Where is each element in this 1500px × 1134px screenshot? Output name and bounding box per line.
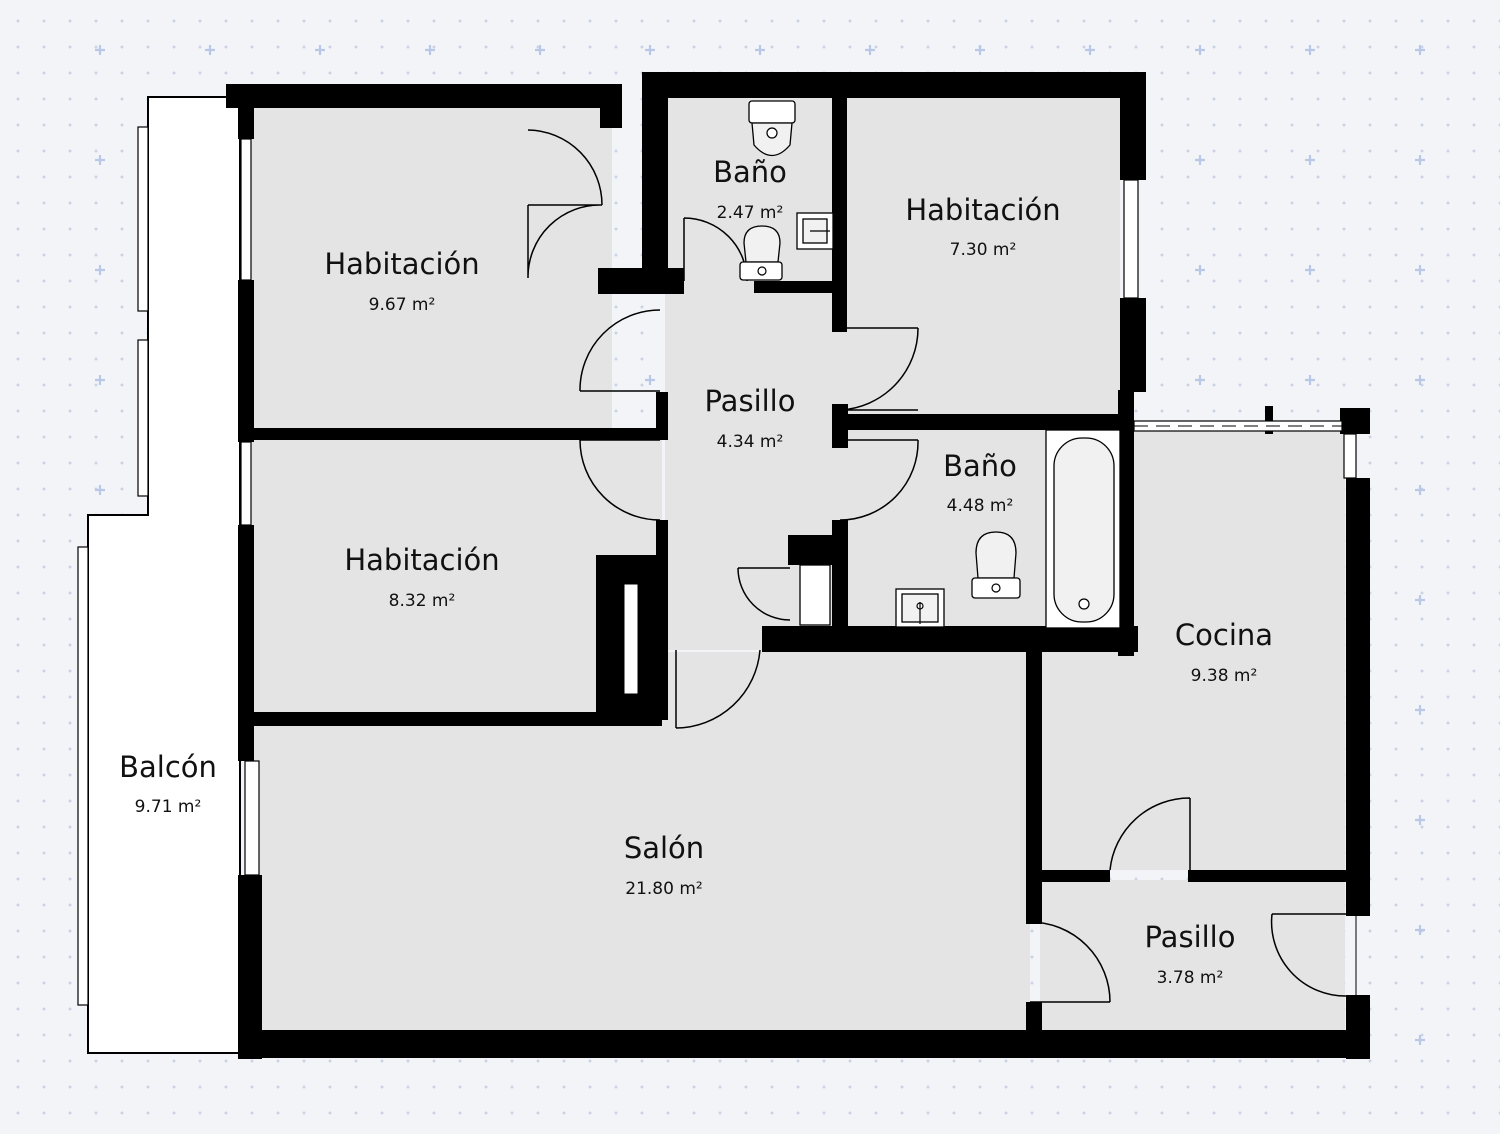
grid-plus <box>1415 815 1425 825</box>
room-label-bathroom-1: Baño 2.47 m² <box>713 155 787 223</box>
room-label-balcony: Balcón 9.71 m² <box>119 750 217 817</box>
grid-plus <box>1195 375 1205 385</box>
grid-plus <box>1415 45 1425 55</box>
closet <box>623 583 639 695</box>
fixtures <box>739 100 1121 629</box>
grid-plus <box>1195 265 1205 275</box>
grid-plus <box>95 265 105 275</box>
room-name-bedroom-3: Habitación <box>344 543 499 577</box>
room-floors <box>250 96 1345 1034</box>
room-label-hallway-2: Pasillo 3.78 m² <box>1145 920 1236 988</box>
room-label-bedroom-3: Habitación 8.32 m² <box>344 543 499 611</box>
room-area-bedroom-2: 7.30 m² <box>950 240 1017 260</box>
grid-plus <box>1415 265 1425 275</box>
grid-plus <box>1085 45 1095 55</box>
room-label-kitchen: Cocina 9.38 m² <box>1175 618 1273 686</box>
room-name-bedroom-2: Habitación <box>905 193 1060 227</box>
room-area-bathroom-2: 4.48 m² <box>947 496 1014 516</box>
room-name-kitchen: Cocina <box>1175 618 1273 652</box>
grid-plus <box>865 45 875 55</box>
grid-plus <box>1415 705 1425 715</box>
room-area-bathroom-1: 2.47 m² <box>717 203 784 223</box>
room-label-bedroom-1: Habitación 9.67 m² <box>324 247 479 315</box>
room-name-balcony: Balcón <box>119 750 217 784</box>
grid-plus <box>1195 155 1205 165</box>
grid-plus <box>95 485 105 495</box>
room-label-bedroom-2: Habitación 7.30 m² <box>905 193 1060 260</box>
walls <box>226 72 1370 1059</box>
grid-plus <box>1195 45 1205 55</box>
grid-plus <box>535 45 545 55</box>
grid-plus <box>1415 1035 1425 1045</box>
room-name-living-room: Salón <box>624 831 704 865</box>
grid-plus <box>1305 265 1315 275</box>
windows <box>77 126 1357 1006</box>
grid-plus <box>1305 45 1315 55</box>
grid-plus <box>315 45 325 55</box>
room-area-bedroom-1: 9.67 m² <box>369 295 436 315</box>
grid-plus <box>1305 155 1315 165</box>
grid-plus <box>1415 595 1425 605</box>
grid-plus <box>755 45 765 55</box>
balcony-floor <box>87 96 241 1054</box>
room-label-bathroom-2: Baño 4.48 m² <box>943 449 1017 516</box>
room-label-hallway-1: Pasillo 4.34 m² <box>705 384 796 452</box>
room-label-living-room: Salón 21.80 m² <box>624 831 704 899</box>
grid-plus <box>1415 485 1425 495</box>
room-area-kitchen: 9.38 m² <box>1191 666 1258 686</box>
grid-plus <box>1415 155 1425 165</box>
room-area-hallway-2: 3.78 m² <box>1157 968 1224 988</box>
grid-plus <box>1415 925 1425 935</box>
room-name-bathroom-2: Baño <box>943 449 1017 483</box>
room-area-balcony: 9.71 m² <box>135 797 202 817</box>
room-area-bedroom-3: 8.32 m² <box>389 591 456 611</box>
grid-plus <box>205 45 215 55</box>
room-name-hallway-2: Pasillo <box>1145 920 1236 954</box>
room-area-hallway-1: 4.34 m² <box>717 432 784 452</box>
room-name-hallway-1: Pasillo <box>705 384 796 418</box>
grid-plus <box>645 45 655 55</box>
grid-plus <box>645 375 655 385</box>
grid-plus <box>425 45 435 55</box>
grid-plus <box>1415 375 1425 385</box>
grid-plus <box>975 45 985 55</box>
grid-plus <box>95 375 105 385</box>
grid-plus <box>95 155 105 165</box>
grid-plus <box>95 45 105 55</box>
room-name-bedroom-1: Habitación <box>324 247 479 281</box>
room-name-bathroom-1: Baño <box>713 155 787 189</box>
room-area-living-room: 21.80 m² <box>625 879 702 899</box>
grid-plus <box>1305 375 1315 385</box>
